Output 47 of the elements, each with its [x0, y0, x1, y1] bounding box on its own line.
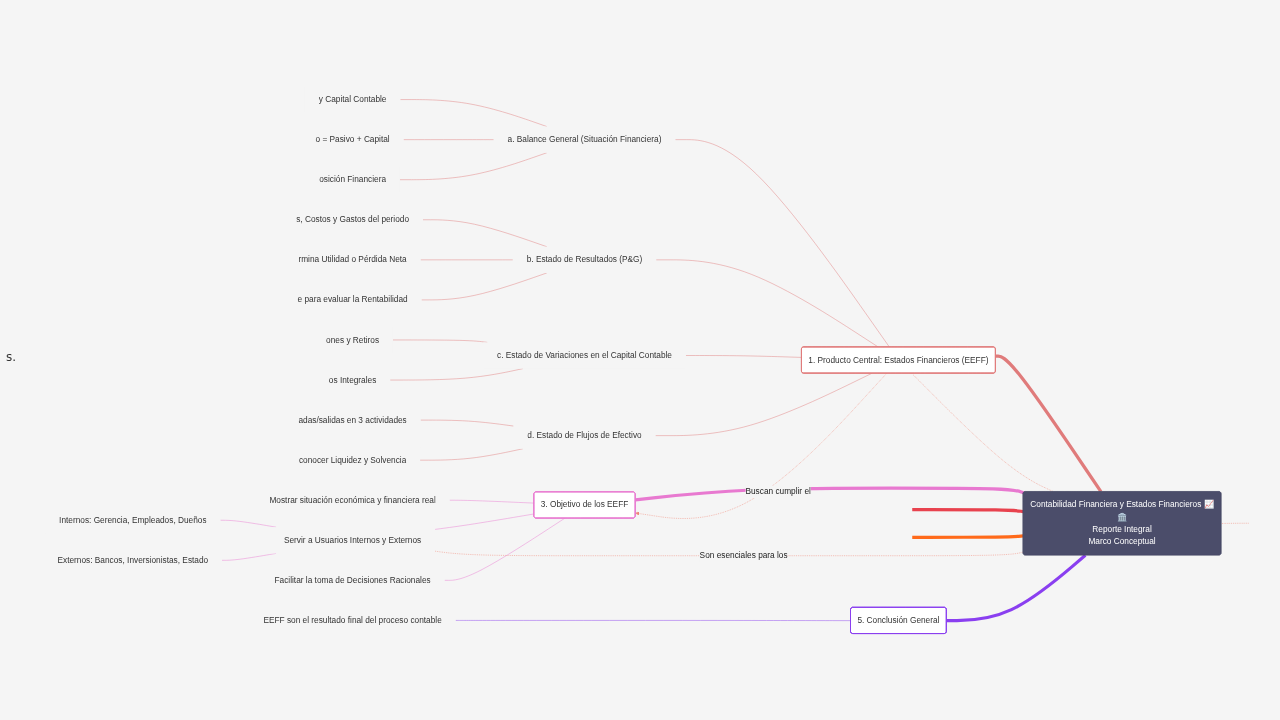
- connector: [420, 259, 514, 261]
- node-text: Externos: Bancos, Inversionistas, Estado: [57, 555, 209, 565]
- node-text: a. Balance General (Situación Financiera): [507, 134, 662, 145]
- connector: [434, 513, 535, 530]
- connector: [449, 500, 535, 504]
- connector: [403, 139, 494, 140]
- connector: [220, 520, 277, 528]
- node-text: e para evaluar la Rentabilidad: [297, 295, 408, 305]
- node-text: Facilitar la toma de Decisiones Racionales: [274, 575, 431, 585]
- node-text: o = Pasivo + Capital: [315, 134, 390, 145]
- connector: [1221, 522, 1249, 524]
- connector: [389, 368, 524, 381]
- edge-label: Buscan cumplir el: [745, 486, 811, 497]
- node-text: adas/salidas en 3 actividades: [298, 415, 407, 425]
- node-text: ones y Retiros: [326, 335, 380, 345]
- connector: [685, 355, 802, 358]
- node-text: rmina Utilidad o Pérdida Neta: [298, 255, 407, 265]
- node-text: os Integrales: [328, 375, 377, 385]
- summary-text: s.: [6, 350, 17, 364]
- connector: [444, 518, 565, 581]
- node-text: s, Costos y Gastos del periodo: [296, 214, 410, 225]
- connector: [400, 99, 547, 127]
- node-text: Servir a Usuarios Internos y Externos: [283, 535, 422, 545]
- node-text: EEFF son el resultado final del proceso contable: [263, 615, 442, 625]
- connector: [912, 534, 1024, 539]
- connector: [675, 139, 890, 348]
- connector: [421, 272, 547, 301]
- node-text: d. Estado de Flujos de Efectivo: [527, 430, 642, 441]
- connector: [946, 554, 1087, 623]
- connector: [422, 219, 547, 247]
- edge-label: Son esenciales para los: [699, 550, 788, 561]
- connector: [392, 339, 488, 343]
- connector: [399, 152, 547, 180]
- connector: [655, 373, 872, 436]
- node-text: b. Estado de Resultados (P&G): [526, 255, 643, 265]
- node-text: c. Estado de Variaciones en el Capital Contable: [497, 350, 672, 360]
- node-text: Internos: Gerencia, Empleados, Dueños: [59, 515, 207, 525]
- connector: [995, 354, 1103, 493]
- node-text: Mostrar situación económica y financiera real: [269, 495, 436, 505]
- connector: [221, 553, 277, 561]
- connector: [912, 508, 1024, 514]
- node-text: conocer Liquidez y Solvencia: [298, 455, 407, 465]
- connector: [419, 448, 524, 461]
- connector: [655, 259, 879, 348]
- node-text: osición Financiera: [319, 174, 386, 185]
- connector: [420, 419, 514, 427]
- node-text: y Capital Contable: [318, 94, 387, 104]
